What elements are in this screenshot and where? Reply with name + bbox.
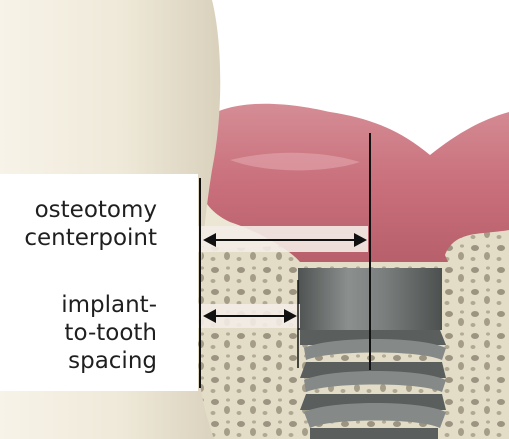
osteotomy-label-line-2: centerpoint [24,224,157,252]
spacing-label-line-3: spacing [61,347,157,375]
spacing-label-line-1: implant- [61,291,157,319]
osteotomy-label-line-1: osteotomy [24,196,157,224]
osteotomy-centerpoint-label: osteotomy centerpoint [24,196,157,252]
spacing-label-line-2: to-tooth [61,319,157,347]
implant-to-tooth-spacing-label: implant- to-tooth spacing [61,291,157,375]
